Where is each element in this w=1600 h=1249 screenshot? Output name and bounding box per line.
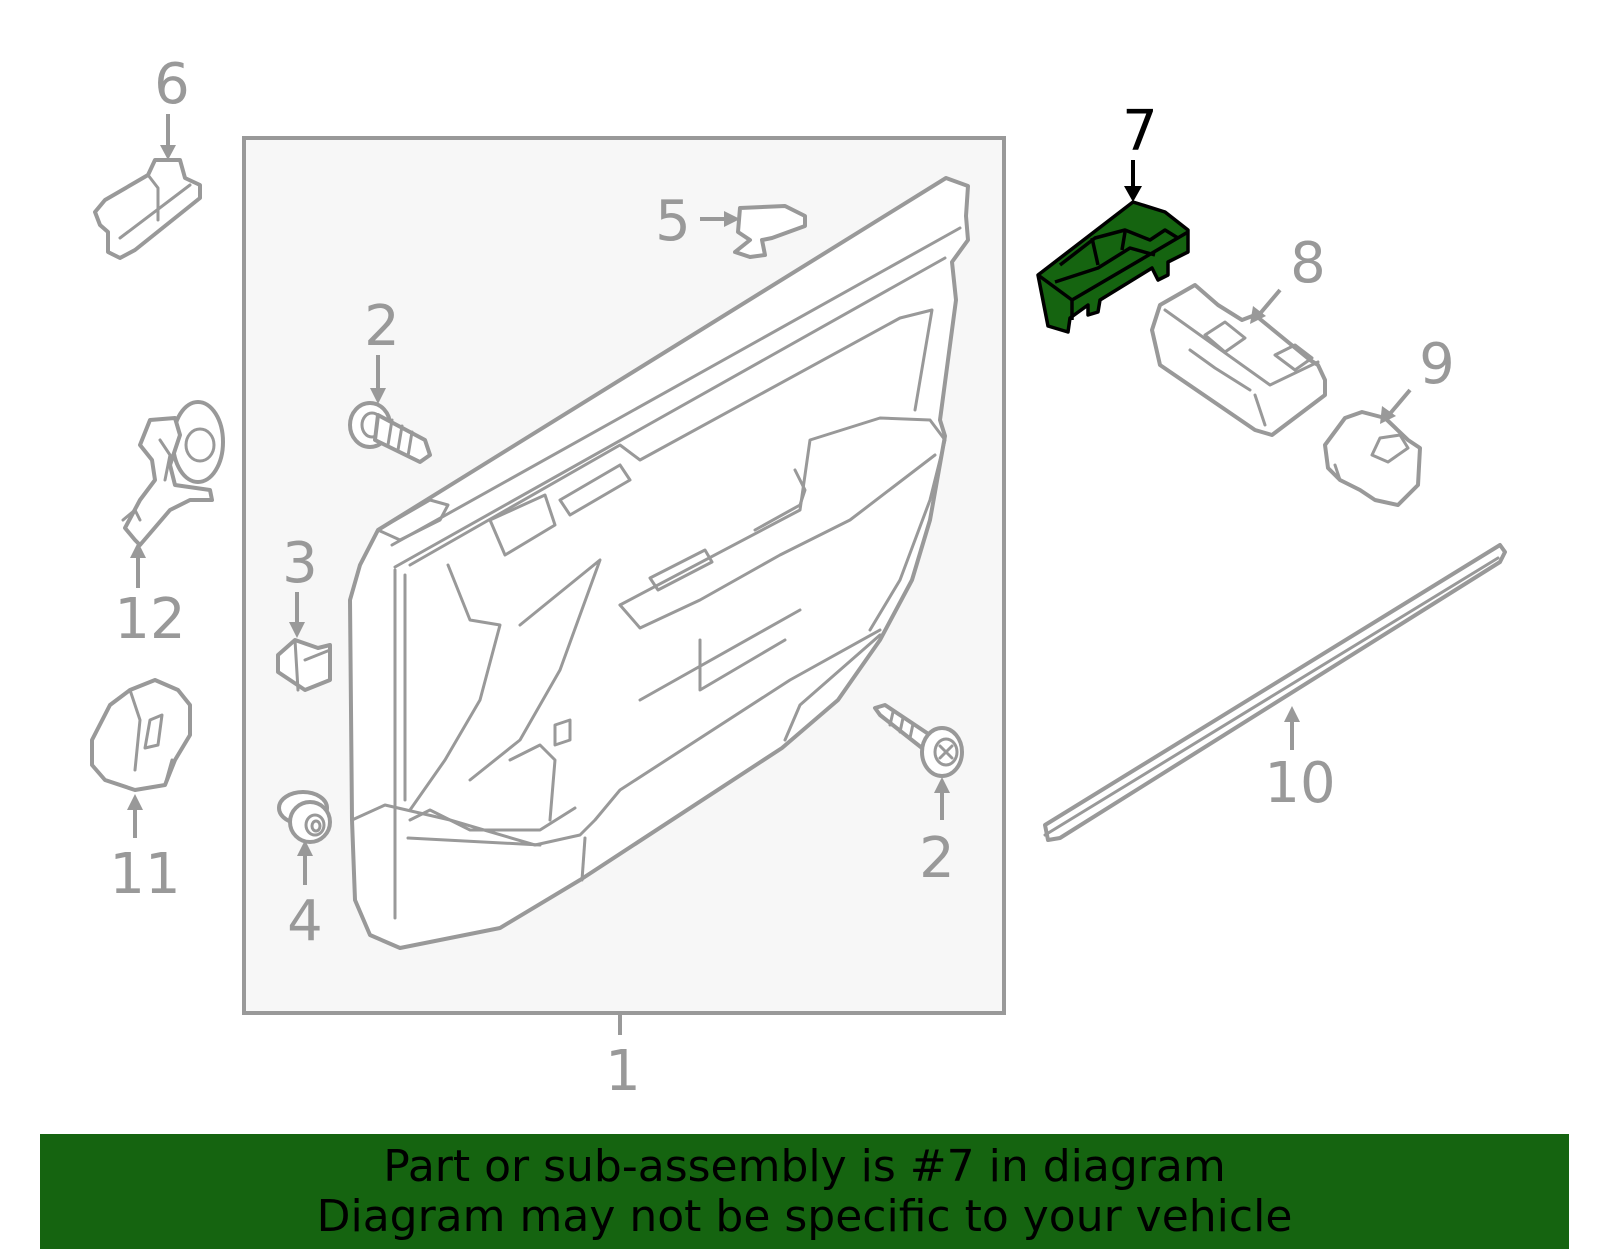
single-window-switch[interactable] [1323,410,1422,507]
grommet[interactable] [277,790,332,844]
info-banner: Part or sub-assembly is #7 in diagram Di… [40,1134,1569,1249]
speaker-bracket[interactable] [90,678,192,792]
callout-11: 11 [109,842,180,907]
master-window-switch[interactable] [1150,283,1327,437]
callout-6: 6 [154,52,190,117]
callout-labels: 6 7 8 9 5 2 3 12 11 4 2 10 1 [109,52,1454,1104]
screw-upper[interactable] [348,401,432,464]
callout-9: 9 [1419,332,1455,397]
window-switch-selected[interactable] [1036,200,1190,334]
door-trim-panel-assembly[interactable] [242,136,1006,1015]
callout-3: 3 [282,531,318,596]
leader-lines [127,114,1412,1035]
callout-10: 10 [1264,751,1335,816]
banner-line-2: Diagram may not be specific to your vehi… [316,1190,1293,1242]
switch-bezel[interactable] [93,158,202,260]
callout-7: 7 [1122,99,1158,164]
retainer-clip[interactable] [276,638,332,692]
callout-8: 8 [1290,231,1326,296]
callout-1: 1 [605,1039,641,1104]
banner-line-1: Part or sub-assembly is #7 in diagram [383,1140,1226,1192]
callout-4: 4 [287,889,323,954]
door-actuator[interactable] [121,400,225,547]
callout-12: 12 [114,587,185,652]
callout-5: 5 [655,189,691,254]
callout-2-lower: 2 [919,826,955,891]
screw-lower[interactable] [873,703,964,778]
belt-weatherstrip[interactable] [1043,543,1507,842]
callout-2-upper: 2 [364,294,400,359]
pull-handle-bracket[interactable] [733,204,807,259]
